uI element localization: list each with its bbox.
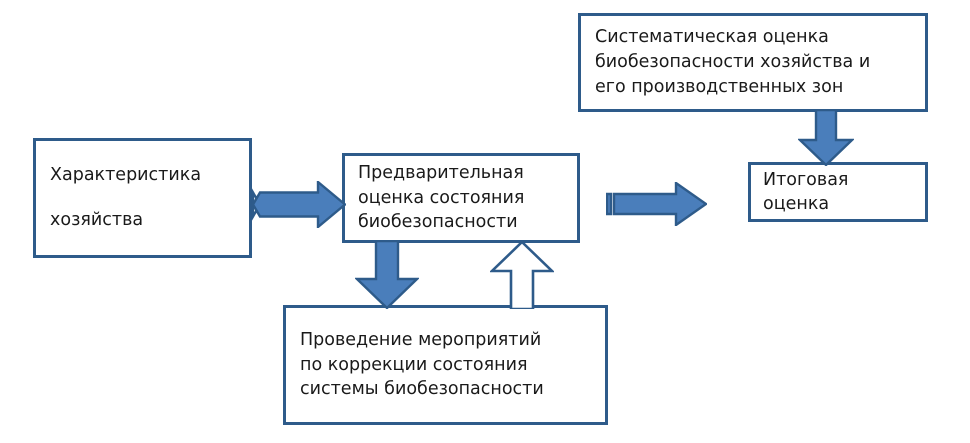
node-farm-characteristics[interactable]: Характеристика хозяйства <box>33 138 252 258</box>
arrow-down-systematic-to-final-icon <box>798 110 854 166</box>
arrow-up-corrective-to-prelim-icon <box>490 241 554 309</box>
node-final-assessment[interactable]: Итоговая оценка <box>748 162 928 222</box>
node-corrective-measures-label: Проведение мероприятий по коррекции сост… <box>300 329 544 400</box>
node-preliminary-assessment-label: Предварительная оценка состояния биобезо… <box>358 162 525 233</box>
node-systematic-assessment[interactable]: Систематическая оценка биобезопасности х… <box>578 13 928 112</box>
node-final-assessment-label: Итоговая оценка <box>763 169 849 214</box>
node-farm-characteristics-label: Характеристика хозяйства <box>50 165 202 230</box>
arrow-right-char-to-prelim-icon <box>250 181 346 228</box>
arrow-right-prelim-to-final-icon <box>606 182 707 226</box>
node-systematic-assessment-label: Систематическая оценка биобезопасности х… <box>595 27 871 97</box>
arrow-down-prelim-to-corrective-icon <box>355 241 419 309</box>
node-preliminary-assessment[interactable]: Предварительная оценка состояния биобезо… <box>342 153 580 243</box>
node-corrective-measures[interactable]: Проведение мероприятий по коррекции сост… <box>283 305 608 425</box>
